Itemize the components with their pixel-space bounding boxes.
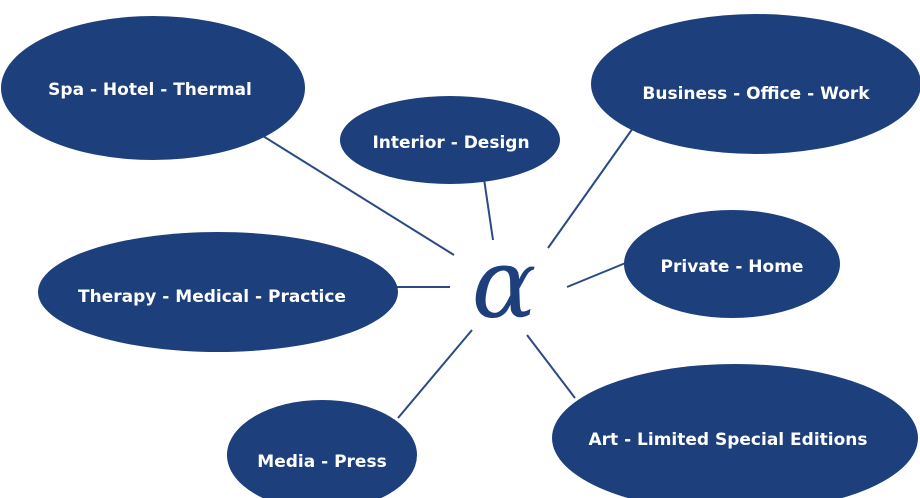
node-therapy[interactable]: Therapy - Medical - Practice [38, 232, 398, 352]
node-spa-label: Spa - Hotel - Thermal [48, 80, 252, 100]
node-private-label: Private - Home [661, 257, 804, 277]
node-media-label: Media - Press [257, 452, 386, 472]
node-business[interactable]: Business - Office - Work [591, 14, 920, 154]
alpha-symbol-icon: α [472, 228, 537, 340]
node-interior-shape [340, 96, 560, 184]
node-media-shape [227, 400, 417, 498]
node-art-label: Art - Limited Special Editions [588, 430, 867, 450]
node-interior-label: Interior - Design [372, 133, 529, 153]
node-art-shape [552, 364, 918, 498]
node-art[interactable]: Art - Limited Special Editions [552, 364, 918, 498]
node-spa-shape [1, 16, 305, 160]
node-business-label: Business - Office - Work [642, 84, 870, 104]
connector-art [526, 334, 576, 399]
connector-business [547, 127, 634, 249]
connectors [249, 127, 634, 419]
connector-spa [249, 127, 455, 256]
node-media[interactable]: Media - Press [227, 400, 417, 498]
connector-private [566, 261, 629, 288]
node-private-shape [624, 210, 840, 318]
node-interior[interactable]: Interior - Design [340, 96, 560, 184]
node-business-shape [591, 14, 920, 154]
connector-media [397, 329, 473, 419]
node-private[interactable]: Private - Home [624, 210, 840, 318]
node-therapy-shape [38, 232, 398, 352]
connector-interior [482, 171, 494, 241]
node-spa[interactable]: Spa - Hotel - Thermal [1, 16, 305, 160]
node-therapy-label: Therapy - Medical - Practice [78, 287, 346, 307]
